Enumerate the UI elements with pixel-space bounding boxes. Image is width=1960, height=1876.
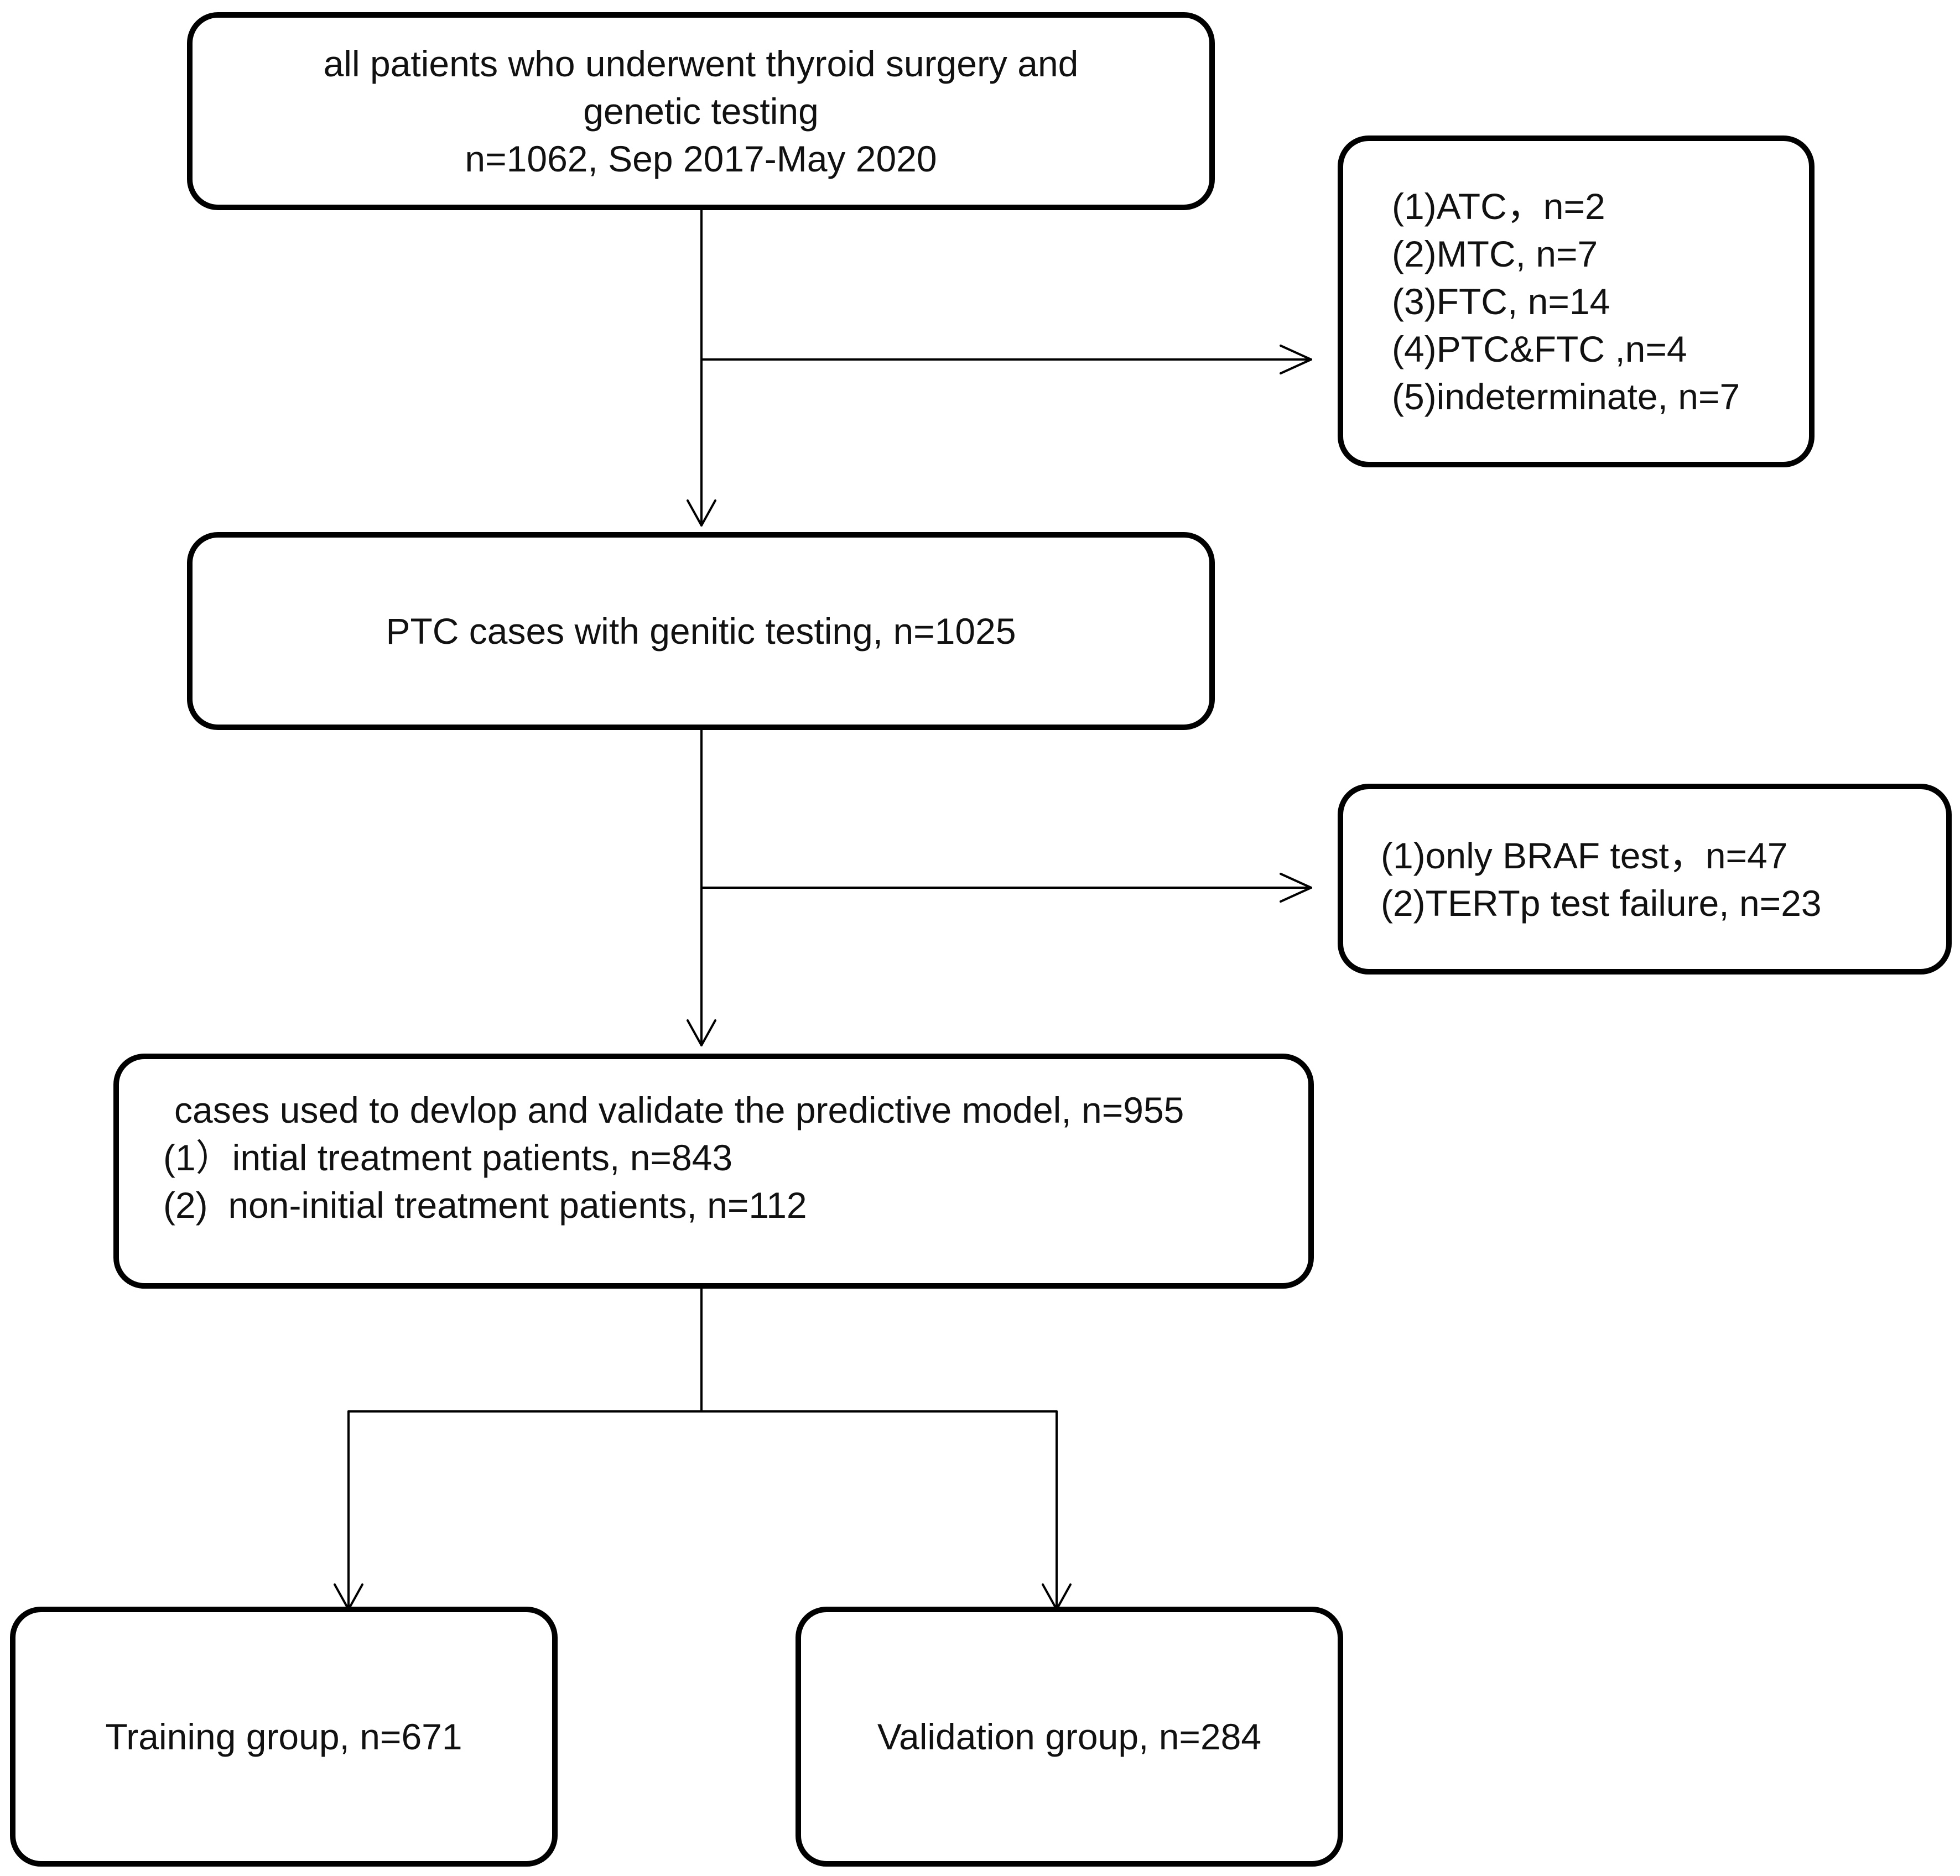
exclusion-1-item-mtc: (2)MTC, n=7: [1392, 233, 1598, 274]
arrowhead-ptc: [687, 499, 716, 527]
start-box: all patients who underwent thyroid surge…: [187, 12, 1215, 210]
exclusion-box-1: (1)ATC，n=2 (2)MTC, n=7 (3)FTC, n=14 (4)P…: [1338, 136, 1815, 467]
arrowhead-exclusion-1: [1280, 345, 1312, 374]
exclusion-1-item-indeterminate: (5)indeterminate, n=7: [1392, 376, 1740, 417]
training-box-text: Training group, n=671: [105, 1716, 462, 1757]
model-box-item-initial: (1）intial treatment patients, n=843: [163, 1137, 733, 1178]
start-box-line-1: all patients who underwent thyroid surge…: [323, 43, 1079, 84]
validation-box-text: Validation group, n=284: [877, 1716, 1262, 1757]
exclusion-1-item-atc: (1)ATC，n=2: [1392, 186, 1605, 227]
validation-box: Validation group, n=284: [796, 1607, 1343, 1867]
exclusion-box-2: (1)only BRAF test，n=47 (2)TERTp test fai…: [1338, 784, 1952, 975]
start-box-line-3: n=1062, Sep 2017-May 2020: [465, 138, 937, 179]
exclusion-1-item-ptc-ftc: (4)PTC&FTC ,n=4: [1392, 329, 1687, 369]
arrowhead-model: [687, 1019, 716, 1046]
start-box-line-2: genetic testing: [583, 91, 819, 132]
ptc-box-text: PTC cases with genitic testing, n=1025: [386, 611, 1016, 652]
exclusion-2-item-braf: (1)only BRAF test，n=47: [1381, 835, 1788, 876]
model-box: cases used to devlop and validate the pr…: [113, 1054, 1314, 1289]
exclusion-2-item-tertp: (2)TERTp test failure, n=23: [1381, 882, 1822, 924]
exclusion-1-item-ftc: (3)FTC, n=14: [1392, 281, 1610, 322]
model-box-item-non-initial: (2) non-initial treatment patients, n=11…: [163, 1184, 807, 1226]
training-box: Training group, n=671: [10, 1607, 558, 1867]
model-box-title: cases used to devlop and validate the pr…: [174, 1089, 1184, 1130]
ptc-box: PTC cases with genitic testing, n=1025: [187, 532, 1215, 730]
arrowhead-exclusion-2: [1280, 873, 1312, 903]
